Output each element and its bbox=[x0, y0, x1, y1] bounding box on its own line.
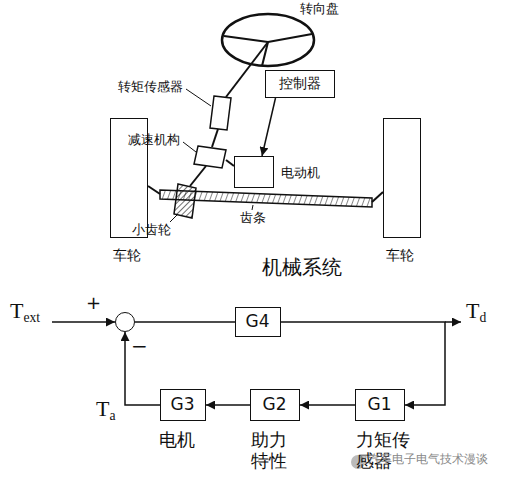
summing-junction: +− bbox=[115, 312, 135, 332]
part-name: 转矩传感器 bbox=[118, 80, 183, 95]
connector bbox=[125, 332, 160, 405]
torque-sensor bbox=[210, 96, 231, 130]
transfer-block: G1力矩传感器 bbox=[355, 389, 405, 421]
signal-name: Text bbox=[10, 298, 40, 326]
node-text: G3 bbox=[171, 395, 195, 415]
motor-shaft bbox=[226, 160, 234, 166]
output-signal-line bbox=[445, 321, 461, 323]
node-label: 电动机 bbox=[281, 166, 320, 181]
node-text: G4 bbox=[246, 312, 270, 332]
steering-column bbox=[226, 42, 268, 97]
leader-line bbox=[252, 205, 253, 210]
node-label: − bbox=[131, 335, 148, 358]
part-name: 减速机构 bbox=[128, 133, 180, 148]
motor-box: 电动机 bbox=[234, 156, 274, 188]
node-text: G2 bbox=[263, 395, 287, 415]
node-label: + bbox=[86, 293, 101, 314]
connector bbox=[300, 404, 355, 406]
node-text: G1 bbox=[368, 395, 392, 415]
wheel-spoke bbox=[224, 36, 268, 42]
part-name: 转向盘 bbox=[300, 2, 339, 17]
signal-name: Td bbox=[466, 298, 486, 326]
tie-rod bbox=[372, 192, 383, 202]
reduction-gear bbox=[194, 146, 226, 168]
pinion-shaft bbox=[190, 166, 206, 186]
input-signal-line bbox=[52, 321, 115, 323]
watermark: 汽车电子电气技术漫谈 bbox=[368, 453, 488, 467]
steering-wheel bbox=[222, 14, 314, 66]
transfer-block: G2助力特性 bbox=[250, 389, 300, 421]
pinion bbox=[174, 184, 196, 218]
tie-rod bbox=[148, 186, 160, 194]
steering-column bbox=[212, 129, 218, 147]
leader-line bbox=[170, 214, 178, 222]
transfer-block: G3电机 bbox=[160, 389, 206, 421]
transfer-block: G4 bbox=[235, 307, 281, 337]
node-label: 电机 bbox=[159, 430, 195, 451]
part-name: 齿条 bbox=[240, 211, 266, 226]
wheel-spoke bbox=[268, 34, 312, 42]
part-name: 小齿轮 bbox=[132, 223, 171, 238]
node-label: 车轮 bbox=[386, 247, 414, 263]
connector bbox=[262, 98, 276, 156]
signal-name: Ta bbox=[96, 396, 116, 424]
caption: 机械系统 bbox=[262, 256, 342, 279]
wheel-box: 车轮 bbox=[383, 118, 421, 238]
connector bbox=[135, 321, 235, 323]
leader-line bbox=[183, 142, 196, 152]
node-text: 控制器 bbox=[279, 75, 321, 91]
leader-line bbox=[186, 89, 211, 106]
controller-box: 控制器 bbox=[265, 70, 335, 98]
connector bbox=[206, 404, 250, 406]
node-label: 车轮 bbox=[113, 247, 141, 263]
node-label: 助力特性 bbox=[251, 430, 291, 471]
